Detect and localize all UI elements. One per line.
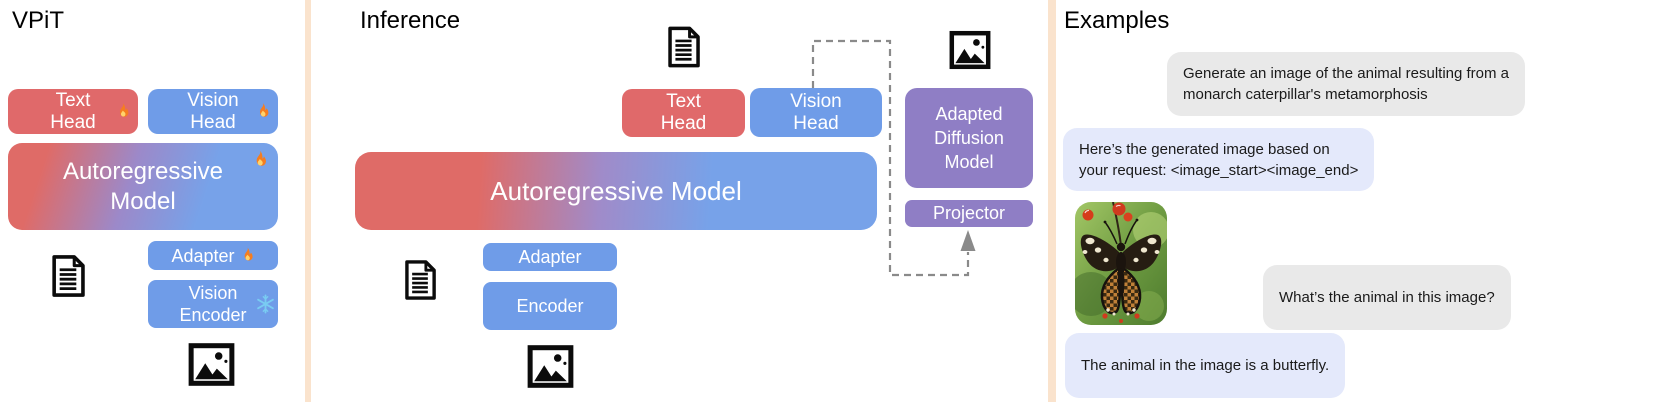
vpit-autoregressive-box: Autoregressive Model [8,143,278,230]
arrow-up-icon [960,230,976,251]
projector-label: Projector [932,203,1006,223]
chat-bubble-assistant: Here’s the generated image based on your… [1063,128,1375,191]
chat-bubble-user: What’s the animal in this image? [1263,265,1511,330]
chat-message-text: The animal in the image is a butterfly. [1081,357,1330,374]
inference-adapter-label: Adapter [518,247,582,267]
inference-vision-head-label: Vision Head [790,90,842,134]
projector-box: Projector [905,200,1033,227]
panel-examples: Examples Generate an image of the animal… [1056,0,1660,402]
inference-encoder-box: Encoder [483,282,617,330]
chat-bubble-user: Generate an image of the animal resultin… [1167,52,1526,116]
fire-icon [256,150,266,166]
fire-icon [244,247,253,261]
adapted-diffusion-model-label: Adapted Diffusion Model [934,104,1004,172]
inference-vision-head-box: Vision Head [750,88,882,137]
vpit-autoregressive-label: Autoregressive Model [62,157,224,215]
image-icon [949,30,991,70]
document-icon [668,26,700,68]
vpit-adapter-box: Adapter [148,241,278,270]
inference-adapter-box: Adapter [483,243,617,271]
vpit-title: VPiT [12,7,65,34]
fire-icon [259,102,269,117]
inference-autoregressive-label: Autoregressive Model [490,175,742,206]
generated-butterfly-image [1075,202,1167,325]
inference-encoder-label: Encoder [516,296,584,316]
inference-text-head-label: Text Head [660,91,707,134]
inference-title: Inference [360,7,461,34]
examples-title: Examples [1064,7,1170,34]
document-icon [52,255,85,297]
document-icon [405,260,436,300]
image-icon [527,345,574,388]
vpit-adapter-label: Adapter [171,245,235,266]
vpit-vision-head-label: Vision Head [187,89,239,133]
chat-message-text: Here’s the generated image based on your… [1079,140,1359,179]
chat-bubble-assistant: The animal in the image is a butterfly. [1065,333,1346,398]
vpit-text-head-box: Text Head [8,89,138,134]
butterfly-illustration [1075,202,1167,325]
vpit-vision-encoder-box: Vision Encoder [148,280,278,328]
panel-inference: Inference Text Head Vision Head Autoregr… [311,0,1048,402]
inference-autoregressive-box: Autoregressive Model [355,152,877,230]
fire-icon [119,102,129,117]
vpit-vision-encoder-label: Vision Encoder [179,283,247,325]
panel-divider [305,0,311,402]
snowflake-icon [257,294,274,314]
dashed-connector [811,39,976,277]
vpit-text-head-label: Text Head [50,89,96,133]
chat-message-text: Generate an image of the animal resultin… [1183,65,1510,103]
panel-vpit: VPiT Text Head Vision Head Autoregressiv… [0,0,305,402]
adapted-diffusion-model-box: Adapted Diffusion Model [905,88,1033,188]
image-icon [188,343,235,386]
chat-message-text: What’s the animal in this image? [1279,289,1495,306]
vpit-vision-head-box: Vision Head [148,89,278,134]
panel-divider [1048,0,1056,402]
inference-text-head-box: Text Head [622,89,745,137]
